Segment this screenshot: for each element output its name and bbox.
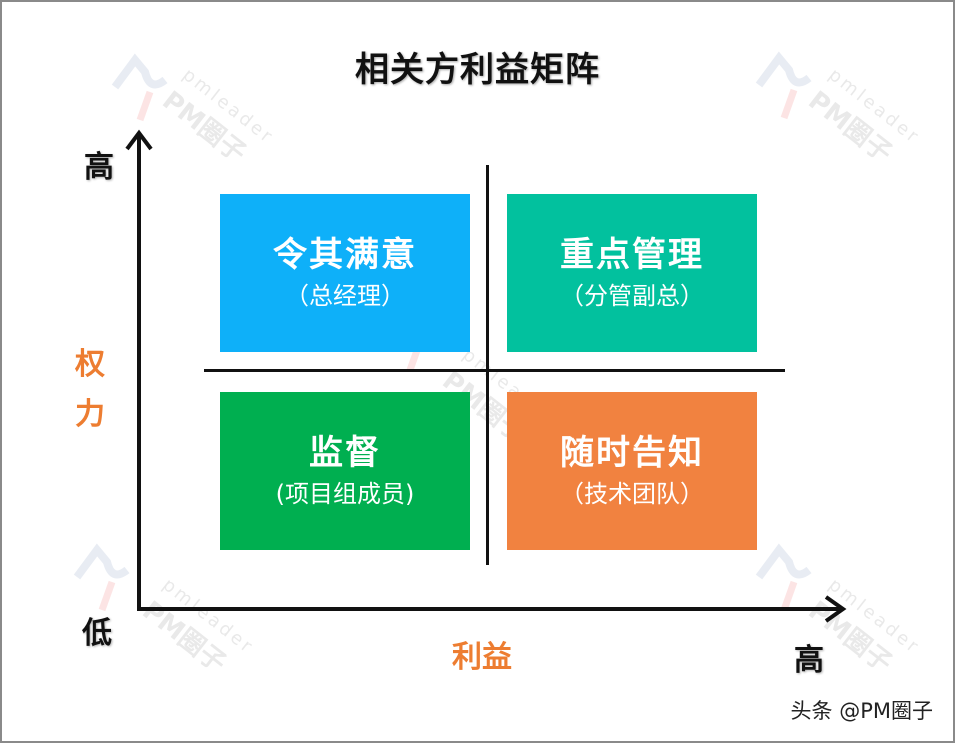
y-axis-arrow-icon — [125, 129, 153, 151]
quadrant-keep-informed: 随时告知 （技术团队） — [507, 392, 757, 550]
x-axis-high-label: 高 — [794, 643, 824, 678]
quadrant-subtitle: （技术团队） — [560, 480, 704, 508]
quadrant-monitor: 监督 (项目组成员) — [220, 392, 470, 550]
quadrant-title: 令其满意 — [273, 235, 417, 275]
vertical-divider — [486, 165, 489, 565]
quadrant-title: 监督 — [309, 433, 381, 473]
quadrant-title: 随时告知 — [560, 433, 704, 473]
quadrant-subtitle: （总经理） — [285, 282, 405, 310]
y-axis-high-label: 高 — [84, 150, 114, 185]
quadrant-title: 重点管理 — [560, 235, 704, 275]
x-axis-arrow-icon — [824, 595, 847, 623]
diagram-title: 相关方利益矩阵 — [355, 50, 600, 90]
origin-low-label: 低 — [82, 616, 112, 651]
y-axis-title: 权 力 — [70, 340, 110, 440]
quadrant-manage-closely: 重点管理 （分管副总） — [507, 194, 757, 352]
quadrant-keep-satisfied: 令其满意 （总经理） — [220, 194, 470, 352]
quadrant-subtitle: (项目组成员) — [275, 480, 415, 508]
source-credit: 头条 @PM圈子 — [790, 699, 933, 723]
quadrant-subtitle: （分管副总） — [560, 282, 704, 310]
horizontal-divider — [204, 369, 785, 372]
x-axis-title: 利益 — [452, 640, 512, 675]
y-axis-title-char: 力 — [75, 397, 105, 432]
y-axis-title-char: 权 — [75, 347, 105, 382]
